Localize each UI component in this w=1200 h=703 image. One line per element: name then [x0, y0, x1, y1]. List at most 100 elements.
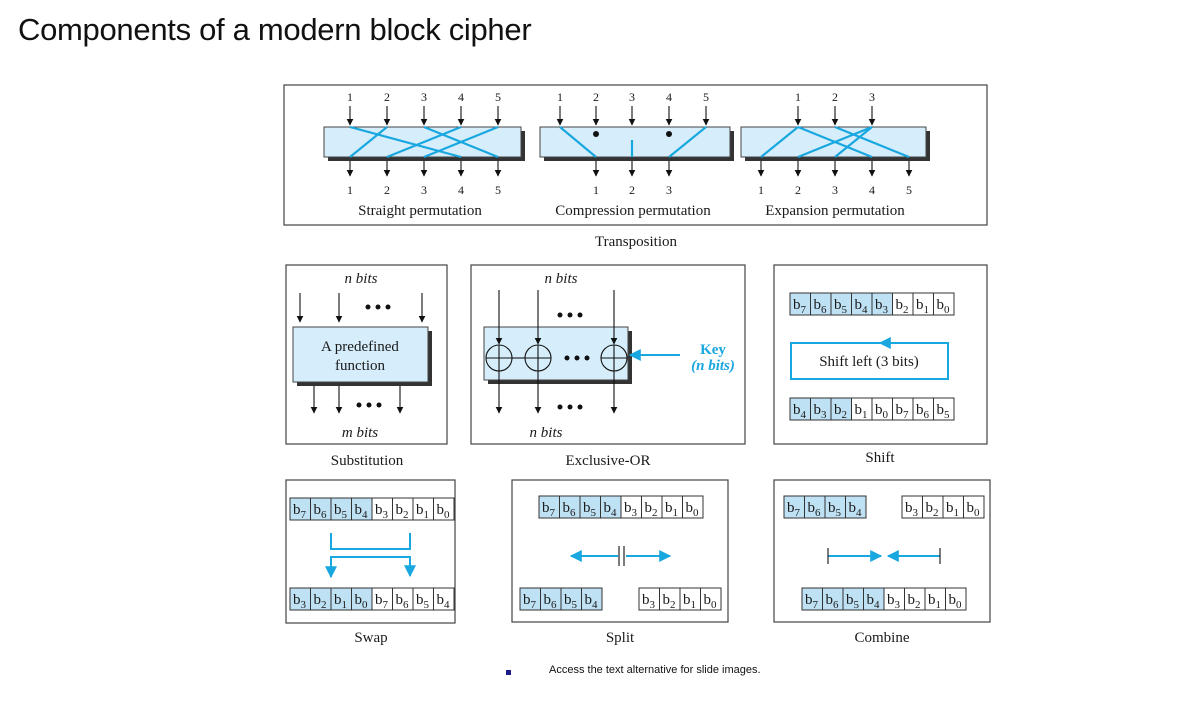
- xor-gate: [485, 344, 513, 372]
- expansion-permutation-label: Expansion permutation: [765, 203, 905, 219]
- input-label: 3: [629, 90, 635, 104]
- bit-index: 2: [403, 509, 409, 521]
- bit-index: 4: [856, 507, 862, 519]
- bit-cell: b7: [289, 497, 311, 521]
- ellipsis-dots: [564, 355, 590, 361]
- bit-index: 2: [842, 409, 848, 421]
- bit-cell: b6: [804, 495, 826, 519]
- bit-index: 6: [551, 599, 557, 611]
- output-label: 5: [495, 183, 501, 197]
- expansion-input-arrows: [794, 106, 876, 126]
- bit-cell: b1: [330, 587, 352, 611]
- bit-index: 7: [301, 509, 307, 521]
- input-label: 4: [666, 90, 672, 104]
- bit-index: 5: [944, 409, 950, 421]
- bit-index: 5: [591, 507, 597, 519]
- bit-cell: b5: [824, 495, 846, 519]
- bit-cell: b4: [351, 497, 373, 521]
- bit-cell: b3: [883, 587, 905, 611]
- bit-cell: b4: [845, 495, 867, 519]
- bit-index: 5: [836, 507, 842, 519]
- bit-cell: b0: [700, 587, 722, 611]
- swap-caption: Swap: [354, 630, 387, 646]
- bit-cell: b6: [810, 292, 832, 316]
- output-label: 4: [869, 183, 875, 197]
- slide-title: Components of a modern block cipher: [18, 12, 532, 47]
- output-label: 3: [666, 183, 672, 197]
- bit-cell: b4: [433, 587, 455, 611]
- bit-index: 6: [833, 599, 839, 611]
- expansion-permutation: 1 2 3 1 2 3 4 5: [740, 90, 930, 219]
- bit-cell: b6: [912, 397, 934, 421]
- output-label: 2: [629, 183, 635, 197]
- bit-index: 5: [342, 509, 348, 521]
- xor-caption: Exclusive-OR: [566, 453, 651, 469]
- input-label: 2: [832, 90, 838, 104]
- bit-index: 7: [801, 304, 807, 316]
- bit-index: 1: [673, 507, 679, 519]
- bit-cell: b7: [538, 495, 560, 519]
- bit-cell: b0: [351, 587, 373, 611]
- bit-cell: b5: [933, 397, 955, 421]
- input-label: 3: [421, 90, 427, 104]
- bit-cell: b6: [822, 587, 844, 611]
- expansion-output-arrows: [757, 161, 913, 177]
- bit-index: 1: [936, 599, 942, 611]
- bit-cell: b5: [842, 587, 864, 611]
- output-label: 3: [421, 183, 427, 197]
- bit-index: 6: [570, 507, 576, 519]
- bit-index: 3: [883, 304, 889, 316]
- input-label: 3: [869, 90, 875, 104]
- bit-cell: b1: [679, 587, 701, 611]
- text-alternative-link[interactable]: Access the text alternative for slide im…: [549, 664, 761, 676]
- bit-cell: b1: [924, 587, 946, 611]
- bit-index: 3: [632, 507, 638, 519]
- expansion-inputs: 1 2 3: [795, 90, 875, 104]
- bullet-marker: [506, 670, 511, 675]
- bit-index: 1: [424, 509, 430, 521]
- combine-caption: Combine: [855, 630, 910, 646]
- input-label: 2: [384, 90, 390, 104]
- compression-output-arrows: [592, 161, 673, 177]
- ellipsis-dots: [557, 404, 583, 410]
- straight-wires: [349, 125, 499, 159]
- shift-operation-label: Shift left (3 bits): [819, 354, 919, 370]
- bit-index: 4: [874, 599, 880, 611]
- bit-index: 3: [913, 507, 919, 519]
- bit-index: 2: [670, 599, 676, 611]
- bit-index: 0: [974, 507, 980, 519]
- bit-index: 4: [862, 304, 868, 316]
- bit-index: 7: [531, 599, 537, 611]
- ellipsis-dots: [557, 312, 583, 318]
- bit-index: 5: [424, 599, 430, 611]
- bit-cell: b5: [330, 497, 352, 521]
- key-label: Key: [700, 342, 726, 358]
- shift-operation-box: [790, 342, 949, 380]
- shift-caption: Shift: [865, 450, 895, 466]
- n-bits-label: n bits: [530, 425, 563, 441]
- split-caption: Split: [606, 630, 635, 646]
- transposition-caption: Transposition: [595, 234, 677, 250]
- key-size-label: (n bits): [691, 358, 735, 374]
- dropped-bit-dot: [593, 131, 599, 137]
- ellipsis-dots: [356, 402, 382, 408]
- bit-index: 7: [813, 599, 819, 611]
- bit-index: 3: [895, 599, 901, 611]
- bit-cell: b7: [789, 292, 811, 316]
- bit-index: 0: [362, 599, 368, 611]
- bit-index: 0: [883, 409, 889, 421]
- ellipsis-dots: [365, 304, 391, 310]
- output-label: 4: [458, 183, 464, 197]
- output-label: 2: [795, 183, 801, 197]
- straight-output-arrows: [346, 161, 502, 177]
- bit-index: 0: [944, 304, 950, 316]
- bit-index: 6: [821, 304, 827, 316]
- bit-cell: b1: [851, 397, 873, 421]
- bit-cell: b2: [659, 587, 681, 611]
- xor-gate: [600, 344, 628, 372]
